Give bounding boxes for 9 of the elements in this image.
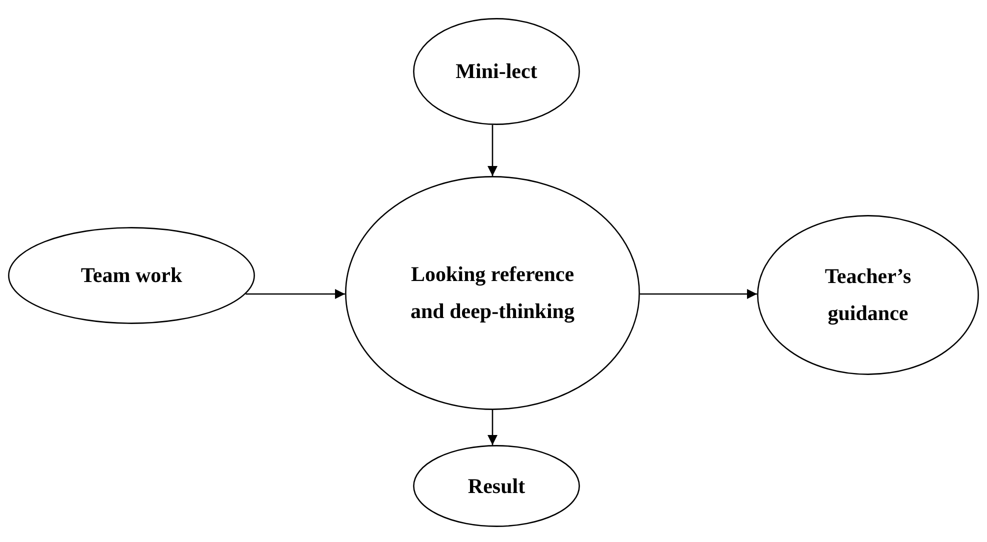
arrow (488, 410, 498, 446)
arrow (640, 289, 757, 299)
node-label: Teacher’s guidance (824, 263, 912, 327)
node-label: Team work (80, 262, 182, 290)
arrow (246, 289, 345, 299)
node-label: Mini-lect (456, 58, 538, 86)
node-label: Looking reference and deep-thinking (410, 261, 576, 325)
arrow (488, 124, 498, 176)
node-label: Result (468, 472, 526, 500)
